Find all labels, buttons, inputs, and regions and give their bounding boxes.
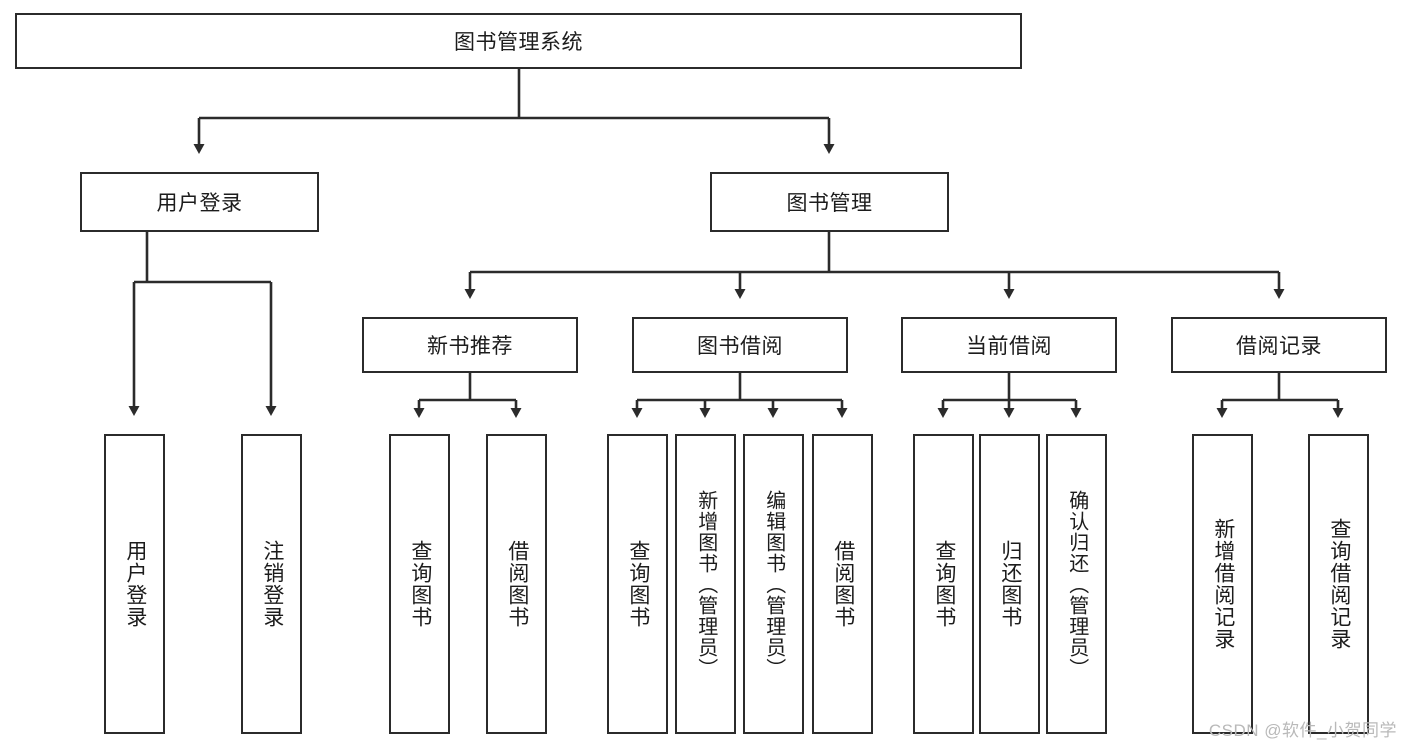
node-label: 当前借阅 xyxy=(966,335,1052,358)
leaf-label: 查询图书 xyxy=(932,540,956,628)
leaf-label: 借阅图书 xyxy=(831,540,855,628)
node-new-book-recommend[interactable]: 新书推荐 xyxy=(362,317,578,373)
leaf-label: 注销登录 xyxy=(260,540,284,628)
node-label: 用户登录 xyxy=(156,192,243,215)
node-user-login[interactable]: 用户登录 xyxy=(80,172,319,232)
leaf-edit-book-admin[interactable]: 编辑图书（管理员） xyxy=(743,434,804,734)
leaf-borrow-book-recommend[interactable]: 借阅图书 xyxy=(486,434,547,734)
leaf-user-login[interactable]: 用户登录 xyxy=(104,434,165,734)
node-current-borrow[interactable]: 当前借阅 xyxy=(901,317,1117,373)
leaf-label: 查询图书 xyxy=(626,540,650,628)
leaf-label: 用户登录 xyxy=(123,540,147,628)
node-borrow-record[interactable]: 借阅记录 xyxy=(1171,317,1387,373)
leaf-add-borrow-record[interactable]: 新增借阅记录 xyxy=(1192,434,1253,734)
leaf-label: 借阅图书 xyxy=(505,540,529,628)
leaf-label: 新增借阅记录 xyxy=(1211,518,1235,650)
leaf-query-book-borrow[interactable]: 查询图书 xyxy=(607,434,668,734)
leaf-label: 确认归还（管理员） xyxy=(1065,489,1088,679)
watermark-text: CSDN @软件_小贺同学 xyxy=(1208,721,1397,740)
leaf-label: 编辑图书（管理员） xyxy=(762,489,785,679)
node-book-borrow[interactable]: 图书借阅 xyxy=(632,317,848,373)
leaf-query-book-current[interactable]: 查询图书 xyxy=(913,434,974,734)
node-book-management[interactable]: 图书管理 xyxy=(710,172,949,232)
leaf-logout[interactable]: 注销登录 xyxy=(241,434,302,734)
leaf-label: 新增图书（管理员） xyxy=(694,489,717,679)
leaf-borrow-book[interactable]: 借阅图书 xyxy=(812,434,873,734)
node-label: 图书管理 xyxy=(786,192,873,215)
leaf-query-book-recommend[interactable]: 查询图书 xyxy=(389,434,450,734)
leaf-label: 查询图书 xyxy=(408,540,432,628)
node-root-book-management-system[interactable]: 图书管理系统 xyxy=(15,13,1022,69)
leaf-add-book-admin[interactable]: 新增图书（管理员） xyxy=(675,434,736,734)
leaf-label: 查询借阅记录 xyxy=(1327,518,1351,650)
node-label: 图书借阅 xyxy=(697,335,783,358)
leaf-confirm-return-admin[interactable]: 确认归还（管理员） xyxy=(1046,434,1107,734)
leaf-query-borrow-record[interactable]: 查询借阅记录 xyxy=(1308,434,1369,734)
leaf-label: 归还图书 xyxy=(998,540,1022,628)
node-label: 借阅记录 xyxy=(1236,335,1322,358)
node-label: 图书管理系统 xyxy=(454,31,583,54)
node-label: 新书推荐 xyxy=(427,335,513,358)
leaf-return-book[interactable]: 归还图书 xyxy=(979,434,1040,734)
